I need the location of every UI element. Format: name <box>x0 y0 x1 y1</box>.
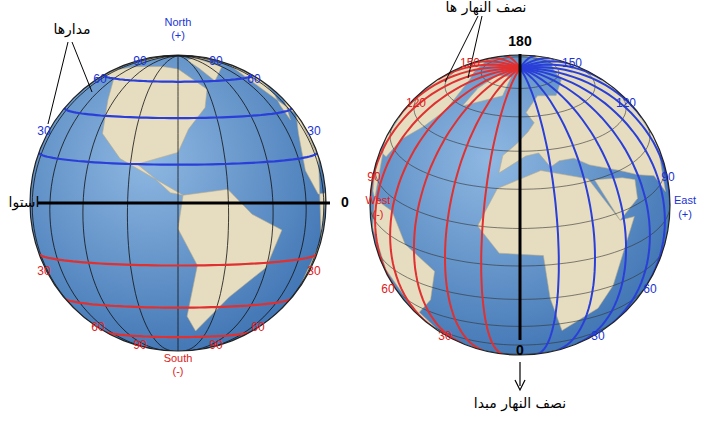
degree-label: (+) <box>678 208 692 220</box>
grid-line <box>520 68 595 350</box>
continent <box>178 189 282 331</box>
equator-line <box>38 202 330 205</box>
degree-label: 60 <box>91 321 104 334</box>
degree-label: 0 <box>516 343 524 358</box>
grid-line <box>375 68 520 287</box>
grid-line <box>178 56 237 68</box>
degree-label: 90 <box>209 339 222 352</box>
degree-label: North <box>165 16 192 28</box>
degree-label: 30 <box>438 330 451 343</box>
degree-label: 90 <box>661 171 674 184</box>
degree-label: 90 <box>133 55 146 68</box>
degree-label: 90 <box>367 171 380 184</box>
arrow-line <box>519 362 520 386</box>
grid-line <box>520 56 536 68</box>
degree-label: 150 <box>562 57 582 70</box>
grid-line <box>104 74 252 81</box>
grid-line <box>65 108 292 119</box>
grid-line <box>520 68 626 343</box>
degree-label: 30 <box>37 265 50 278</box>
degree-label: 120 <box>616 97 636 110</box>
grid-line <box>178 56 324 336</box>
grid-line <box>445 68 520 350</box>
arabic-label: استوا <box>9 195 40 210</box>
arrow-head <box>515 380 525 390</box>
degree-label: 60 <box>381 283 394 296</box>
land <box>103 55 326 331</box>
degree-label: 120 <box>406 97 426 110</box>
degree-label: 180 <box>508 34 531 49</box>
grid-line <box>520 68 665 287</box>
degree-label: West <box>366 194 391 206</box>
degree-label: 30 <box>307 125 320 138</box>
arabic-label: نصف النهار مبدا <box>474 396 566 411</box>
grid-line <box>520 68 650 327</box>
degree-label: 30 <box>307 265 320 278</box>
grid-line <box>39 152 317 164</box>
continent <box>103 67 208 196</box>
degree-label: East <box>674 194 696 206</box>
degree-label: (-) <box>373 208 384 220</box>
degree-label: 60 <box>643 283 656 296</box>
degree-label: (+) <box>171 29 185 41</box>
leader-lines <box>48 16 482 124</box>
continent <box>373 56 504 199</box>
degree-label: 0 <box>341 195 349 210</box>
grid-line <box>39 254 317 266</box>
grid-line <box>520 68 670 205</box>
globe-east <box>370 55 670 355</box>
degree-label: (-) <box>173 365 184 377</box>
degree-label: South <box>164 352 193 364</box>
grid-line <box>105 332 251 337</box>
grid-line <box>481 68 520 354</box>
arabic-label: مدارها <box>53 22 90 37</box>
degree-label: 60 <box>93 73 106 86</box>
degree-label: 150 <box>460 57 480 70</box>
degree-label: 60 <box>247 73 260 86</box>
continent <box>107 55 296 120</box>
degree-label: 90 <box>133 339 146 352</box>
degree-label: 90 <box>209 55 222 68</box>
grid-line <box>520 58 554 68</box>
grid-line <box>65 299 290 308</box>
grid-line <box>390 68 520 327</box>
arabic-label: نصف النهار ها <box>446 0 527 15</box>
grid-line <box>520 68 559 354</box>
continent <box>296 114 325 287</box>
grid-line <box>520 67 642 117</box>
globe-outline <box>370 55 670 355</box>
prime-meridian-line <box>519 54 522 340</box>
degree-label: 30 <box>37 125 50 138</box>
degree-label: 60 <box>251 321 264 334</box>
grid-line <box>414 68 520 343</box>
degree-label: 30 <box>591 330 604 343</box>
